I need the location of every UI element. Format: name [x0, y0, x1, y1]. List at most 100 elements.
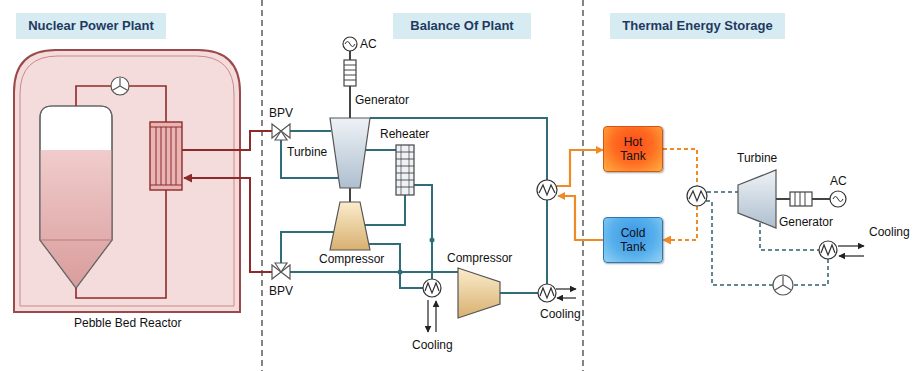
tes-turbine-symbol: [738, 170, 846, 228]
gas-pipe: [414, 185, 432, 279]
section-divider: [582, 0, 583, 371]
part-label: Turbine: [287, 145, 327, 159]
heat-exchanger-symbol: [425, 283, 439, 293]
salt-loop-pipe: [558, 196, 603, 240]
turbine-symbol: [330, 118, 370, 188]
heat-exchanger-symbol: [538, 284, 556, 302]
tes-power-loop-pipe: [707, 191, 738, 193]
heat-exchanger-symbol: [540, 288, 554, 298]
ac-source: [343, 37, 357, 51]
part-label: Compressor: [447, 251, 512, 265]
node-label: Cold Tank: [612, 226, 654, 254]
compressor-symbol: [458, 268, 500, 318]
reactor-vessel: [40, 150, 112, 288]
part-label: Generator: [779, 215, 833, 229]
heat-exchanger-symbol: [423, 180, 557, 302]
hot-leg-pipe: [184, 178, 272, 272]
tes-turbine-symbol: [833, 197, 843, 202]
pipe-junction: [430, 238, 435, 243]
containment-building: [20, 56, 234, 306]
turbine-symbol: [330, 118, 370, 188]
tes-turbine-symbol: [790, 192, 812, 206]
compressor-symbol: [330, 202, 370, 250]
salt-loop-pipe: [557, 150, 603, 186]
reheater-symbol: [396, 145, 414, 195]
source-label: AC: [360, 37, 377, 51]
gas-pipe: [281, 140, 338, 178]
node-label: Nuclear Power Plant: [28, 18, 154, 34]
gas-pipe: [500, 292, 538, 294]
part-label: Compressor: [319, 252, 384, 266]
steam-generator-heat-exchanger: [150, 122, 182, 190]
heat-exchanger-symbol: [537, 180, 557, 200]
tes-turbine-symbol: [830, 191, 846, 207]
tes-pump: [773, 275, 793, 295]
section-divider: [262, 0, 583, 371]
ac-source: [343, 37, 357, 51]
primary-loop-pipe: [129, 86, 166, 122]
primary-loop-pipe: [76, 190, 166, 298]
reactor-vessel: [40, 240, 112, 241]
tes-pump: [775, 276, 791, 290]
node-label: Thermal Energy Storage: [622, 18, 772, 34]
storage-tank: Hot Tank: [603, 126, 663, 172]
tes-heat-exchanger: [689, 191, 705, 201]
gas-pipe: [365, 149, 396, 151]
reactor-vessel: [40, 106, 112, 288]
gas-pipe: [365, 195, 405, 225]
tes-heat-exchanger: [687, 186, 707, 206]
primary-loop-pipe: [76, 86, 166, 298]
pipe-junction: [398, 238, 435, 275]
steam-generator-heat-exchanger: [150, 122, 182, 190]
bypass-valve: [275, 131, 287, 140]
section-header: Balance Of Plant: [393, 13, 531, 39]
generator-shaft: [349, 51, 351, 60]
salt-loop-pipe: [557, 150, 603, 240]
section-header: Nuclear Power Plant: [16, 13, 166, 39]
section-header: Thermal Energy Storage: [610, 13, 785, 39]
section-divider: [261, 0, 262, 371]
cooling-label: Cooling: [540, 307, 581, 321]
reactor-vessel: [40, 106, 112, 288]
part-label: Generator: [355, 93, 409, 107]
gas-pipe: [281, 118, 547, 293]
containment-building: [14, 50, 240, 312]
tes-turbine-symbol: [795, 192, 805, 206]
gas-pipe: [546, 200, 548, 284]
cooling-arrow: [838, 245, 864, 246]
valve-label: BPV: [269, 284, 293, 298]
cooling-label: Cooling: [412, 338, 453, 352]
storage-tank: Cold Tank: [603, 217, 663, 263]
bypass-valve: [275, 263, 287, 272]
generator-shaft: [349, 188, 351, 202]
primary-loop-pipe: [76, 86, 111, 106]
node-label: Hot Tank: [612, 135, 654, 163]
part-label: Turbine: [737, 151, 777, 165]
tes-heat-exchanger: [821, 245, 835, 255]
node-label: Balance Of Plant: [410, 18, 513, 34]
part-label: Pebble Bed Reactor: [74, 316, 181, 330]
containment-building: [14, 50, 240, 312]
pipe-junction: [398, 270, 403, 275]
steam-generator-heat-exchanger: [150, 185, 182, 186]
hot-leg-pipe: [182, 131, 272, 272]
reheater-symbol: [401, 145, 409, 195]
cooling-arrow: [557, 297, 576, 298]
ac-source: [345, 42, 355, 47]
cooling-arrow: [427, 300, 428, 332]
generator-shaft: [349, 86, 351, 118]
generator-symbol: [344, 60, 356, 86]
tes-power-loop-pipe: [793, 259, 828, 285]
generator-symbol: [344, 60, 356, 86]
heat-exchanger-symbol: [423, 279, 441, 297]
steam-generator-heat-exchanger: [150, 127, 182, 128]
generator-symbol: [344, 65, 356, 80]
steam-generator-heat-exchanger: [156, 127, 176, 185]
cooling-arrow: [556, 288, 576, 289]
cooling-arrow: [435, 301, 436, 332]
circulator-pump: [113, 78, 127, 90]
part-label: Reheater: [380, 127, 429, 141]
reheater-symbol: [396, 145, 414, 195]
